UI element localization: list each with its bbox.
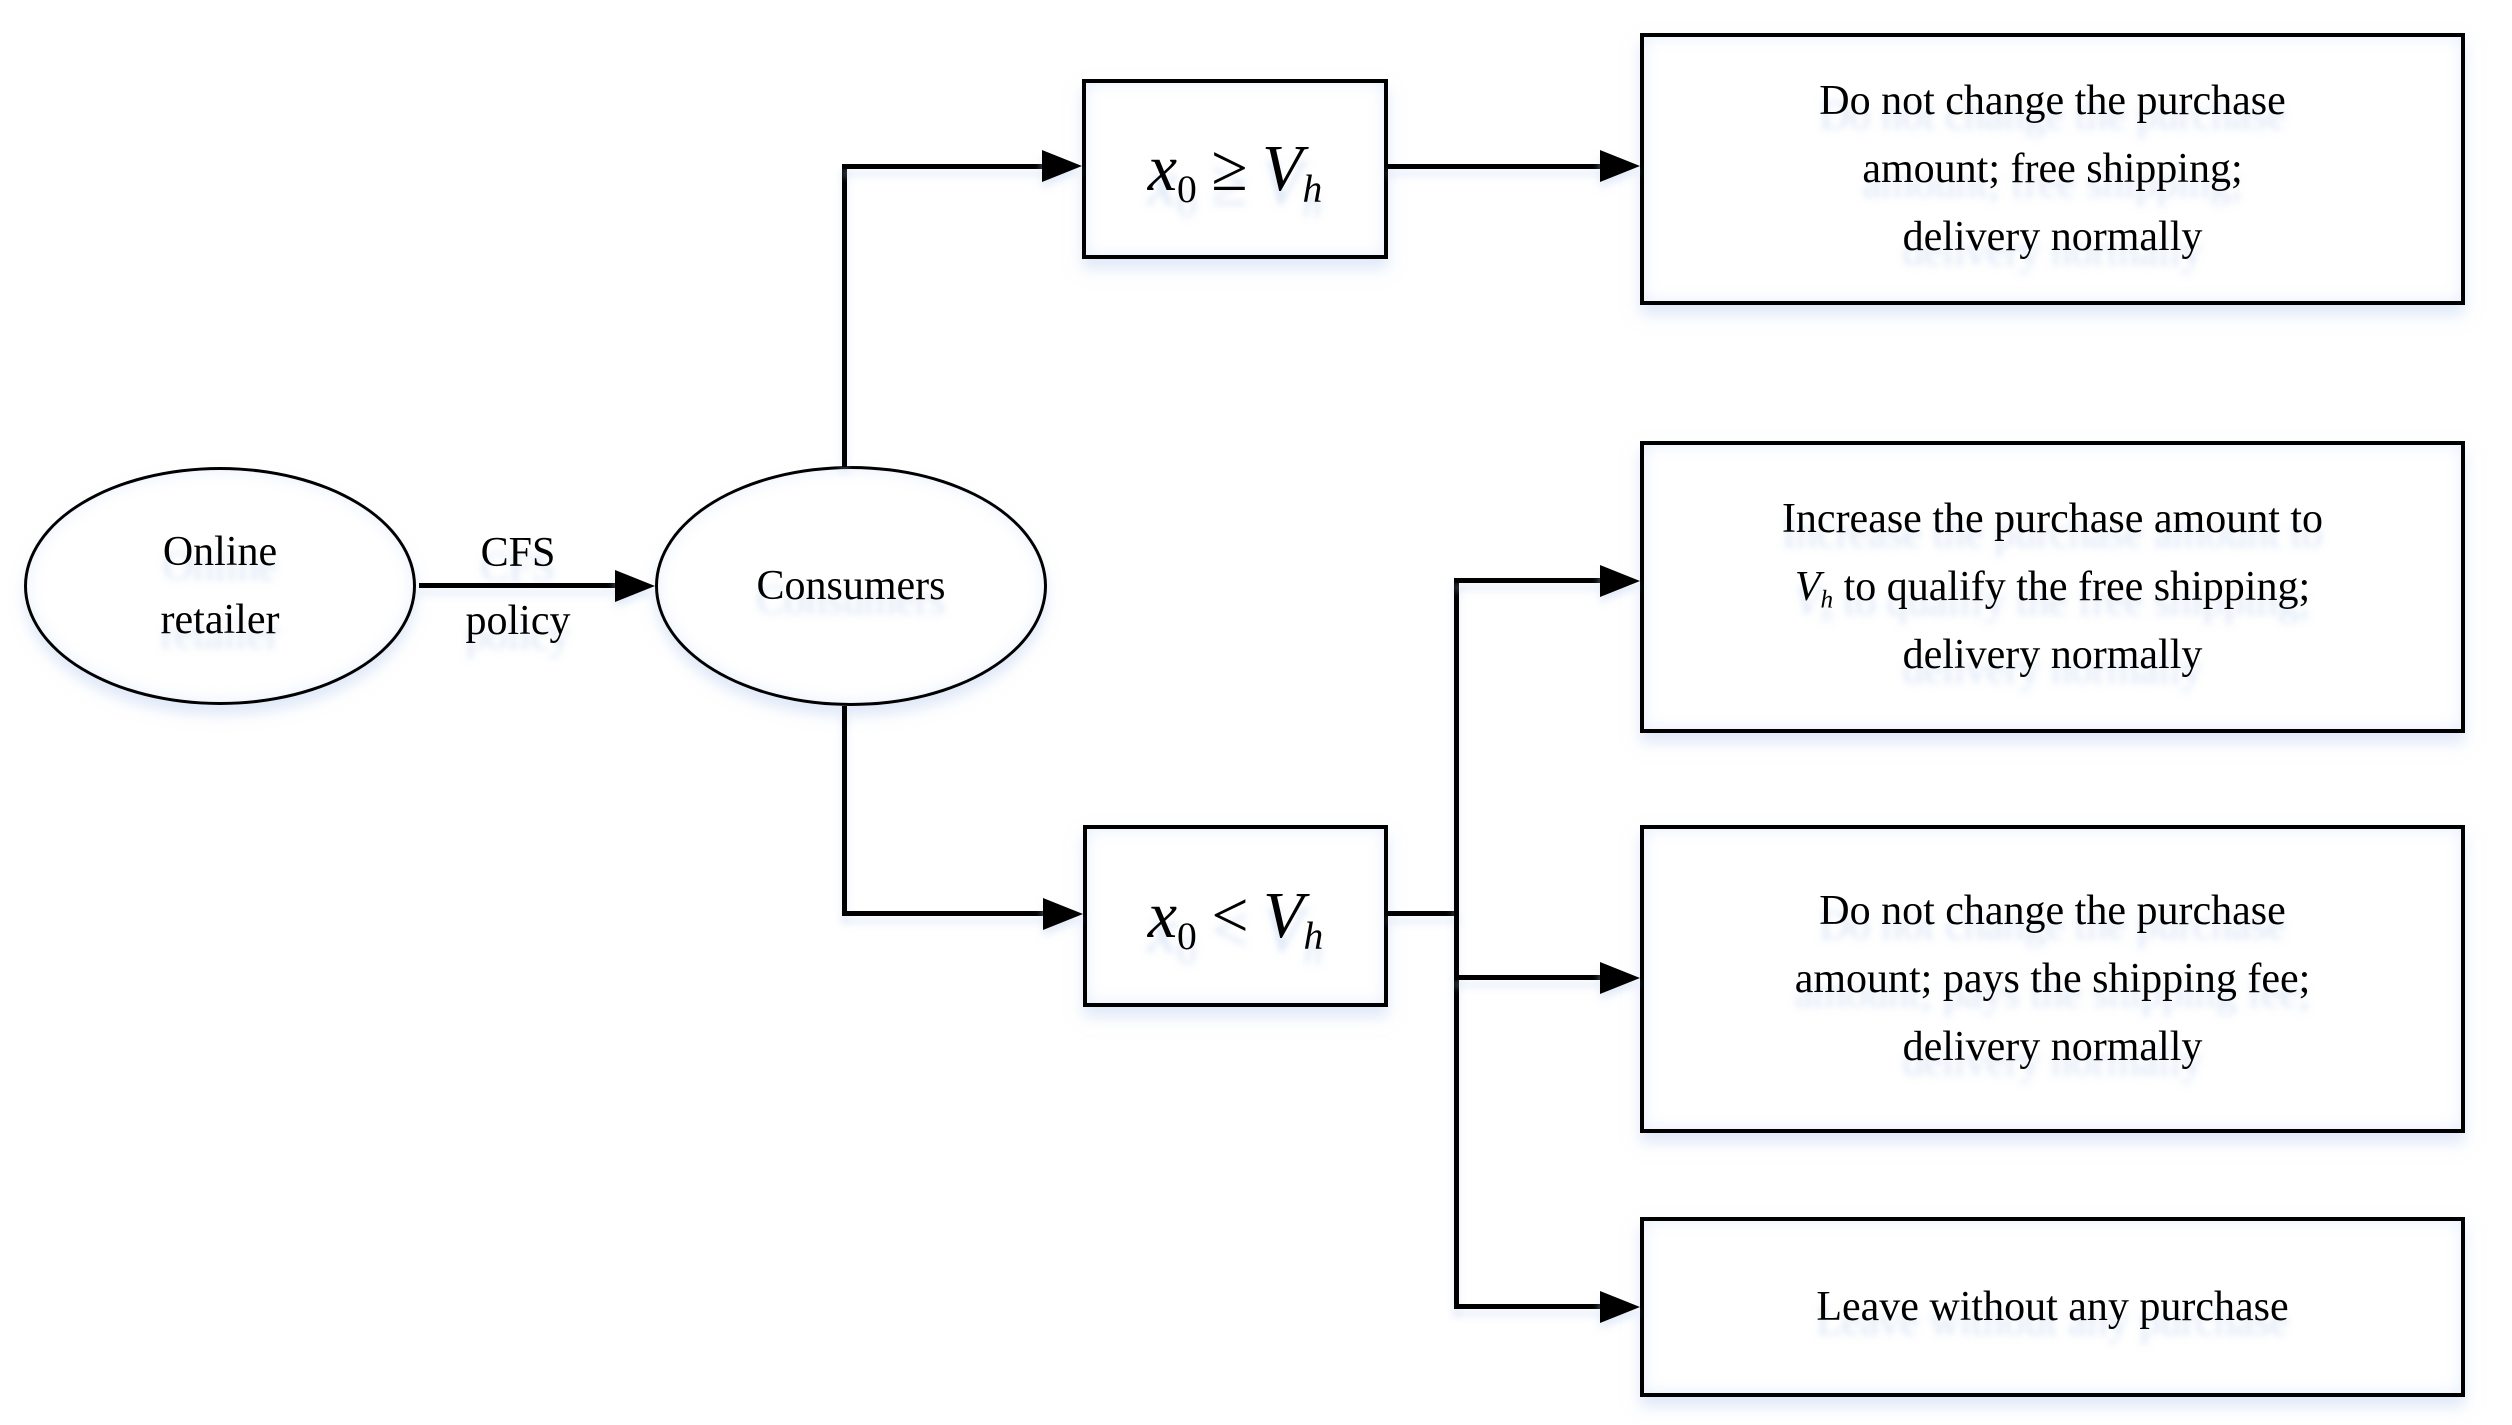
connector-consumers-up-vertical bbox=[842, 164, 847, 467]
node-outcome-free-shipping: Do not change the purchase amount; free … bbox=[1640, 33, 2465, 305]
condition-low-formula: x0<Vh bbox=[1147, 879, 1324, 958]
consumers-label: Consumers bbox=[756, 562, 946, 609]
arrowhead-into-leave bbox=[1600, 1291, 1640, 1323]
outcome-increase-line2: Vh to qualify the free shipping; bbox=[1794, 563, 2311, 614]
node-outcome-pay-fee: Do not change the purchase amount; pays … bbox=[1640, 825, 2465, 1133]
node-condition-x0-lt-vh: x0<Vh bbox=[1083, 825, 1388, 1007]
online-retailer-label-line2: retailer bbox=[160, 597, 280, 643]
arrowhead-into-pay-fee bbox=[1600, 962, 1640, 994]
connector-trunk-vertical bbox=[1454, 578, 1459, 1309]
node-online-retailer: Online retailer bbox=[24, 467, 416, 705]
connector-consumers-down-vertical bbox=[842, 706, 847, 916]
edge-label-cfs: CFS bbox=[480, 530, 556, 576]
node-consumers: Consumers bbox=[655, 466, 1047, 706]
node-outcome-increase-amount: Increase the purchase amount to Vh to qu… bbox=[1640, 441, 2465, 733]
outcome-increase-line3: delivery normally bbox=[1902, 632, 2203, 679]
node-condition-x0-ge-vh: x0≥Vh bbox=[1082, 79, 1388, 259]
outcome-leave-label: Leave without any purchase bbox=[1816, 1283, 2289, 1330]
connector-branch-increase bbox=[1454, 578, 1602, 583]
connector-retailer-consumers bbox=[419, 583, 617, 588]
outcome-increase-line1: Increase the purchase amount to bbox=[1781, 495, 2324, 542]
arrowhead-into-free-shipping bbox=[1600, 150, 1640, 182]
node-outcome-leave: Leave without any purchase bbox=[1640, 1217, 2465, 1397]
connector-consumers-up-horizontal bbox=[842, 164, 1044, 169]
edge-label-policy: policy bbox=[465, 598, 571, 644]
connector-condition-high-outcome bbox=[1388, 164, 1602, 169]
outcome-pay-fee-line2: amount; pays the shipping fee; bbox=[1794, 955, 2311, 1002]
outcome-free-shipping-line1: Do not change the purchase bbox=[1819, 77, 2286, 124]
arrowhead-into-condition-high bbox=[1042, 150, 1082, 182]
outcome-free-shipping-line3: delivery normally bbox=[1902, 214, 2203, 261]
arrowhead-into-consumers bbox=[615, 570, 655, 602]
connector-condition-low-trunk bbox=[1388, 911, 1459, 916]
connector-branch-pay-fee bbox=[1454, 975, 1602, 980]
online-retailer-label-line1: Online bbox=[162, 528, 278, 575]
arrowhead-into-condition-low bbox=[1043, 898, 1083, 930]
condition-high-formula: x0≥Vh bbox=[1147, 132, 1323, 211]
connector-branch-leave bbox=[1454, 1304, 1602, 1309]
outcome-pay-fee-line3: delivery normally bbox=[1902, 1024, 2203, 1071]
outcome-free-shipping-line2: amount; free shipping; bbox=[1862, 145, 2243, 192]
outcome-pay-fee-line1: Do not change the purchase bbox=[1819, 887, 2286, 934]
arrowhead-into-increase bbox=[1600, 565, 1640, 597]
connector-consumers-down-horizontal bbox=[842, 911, 1045, 916]
